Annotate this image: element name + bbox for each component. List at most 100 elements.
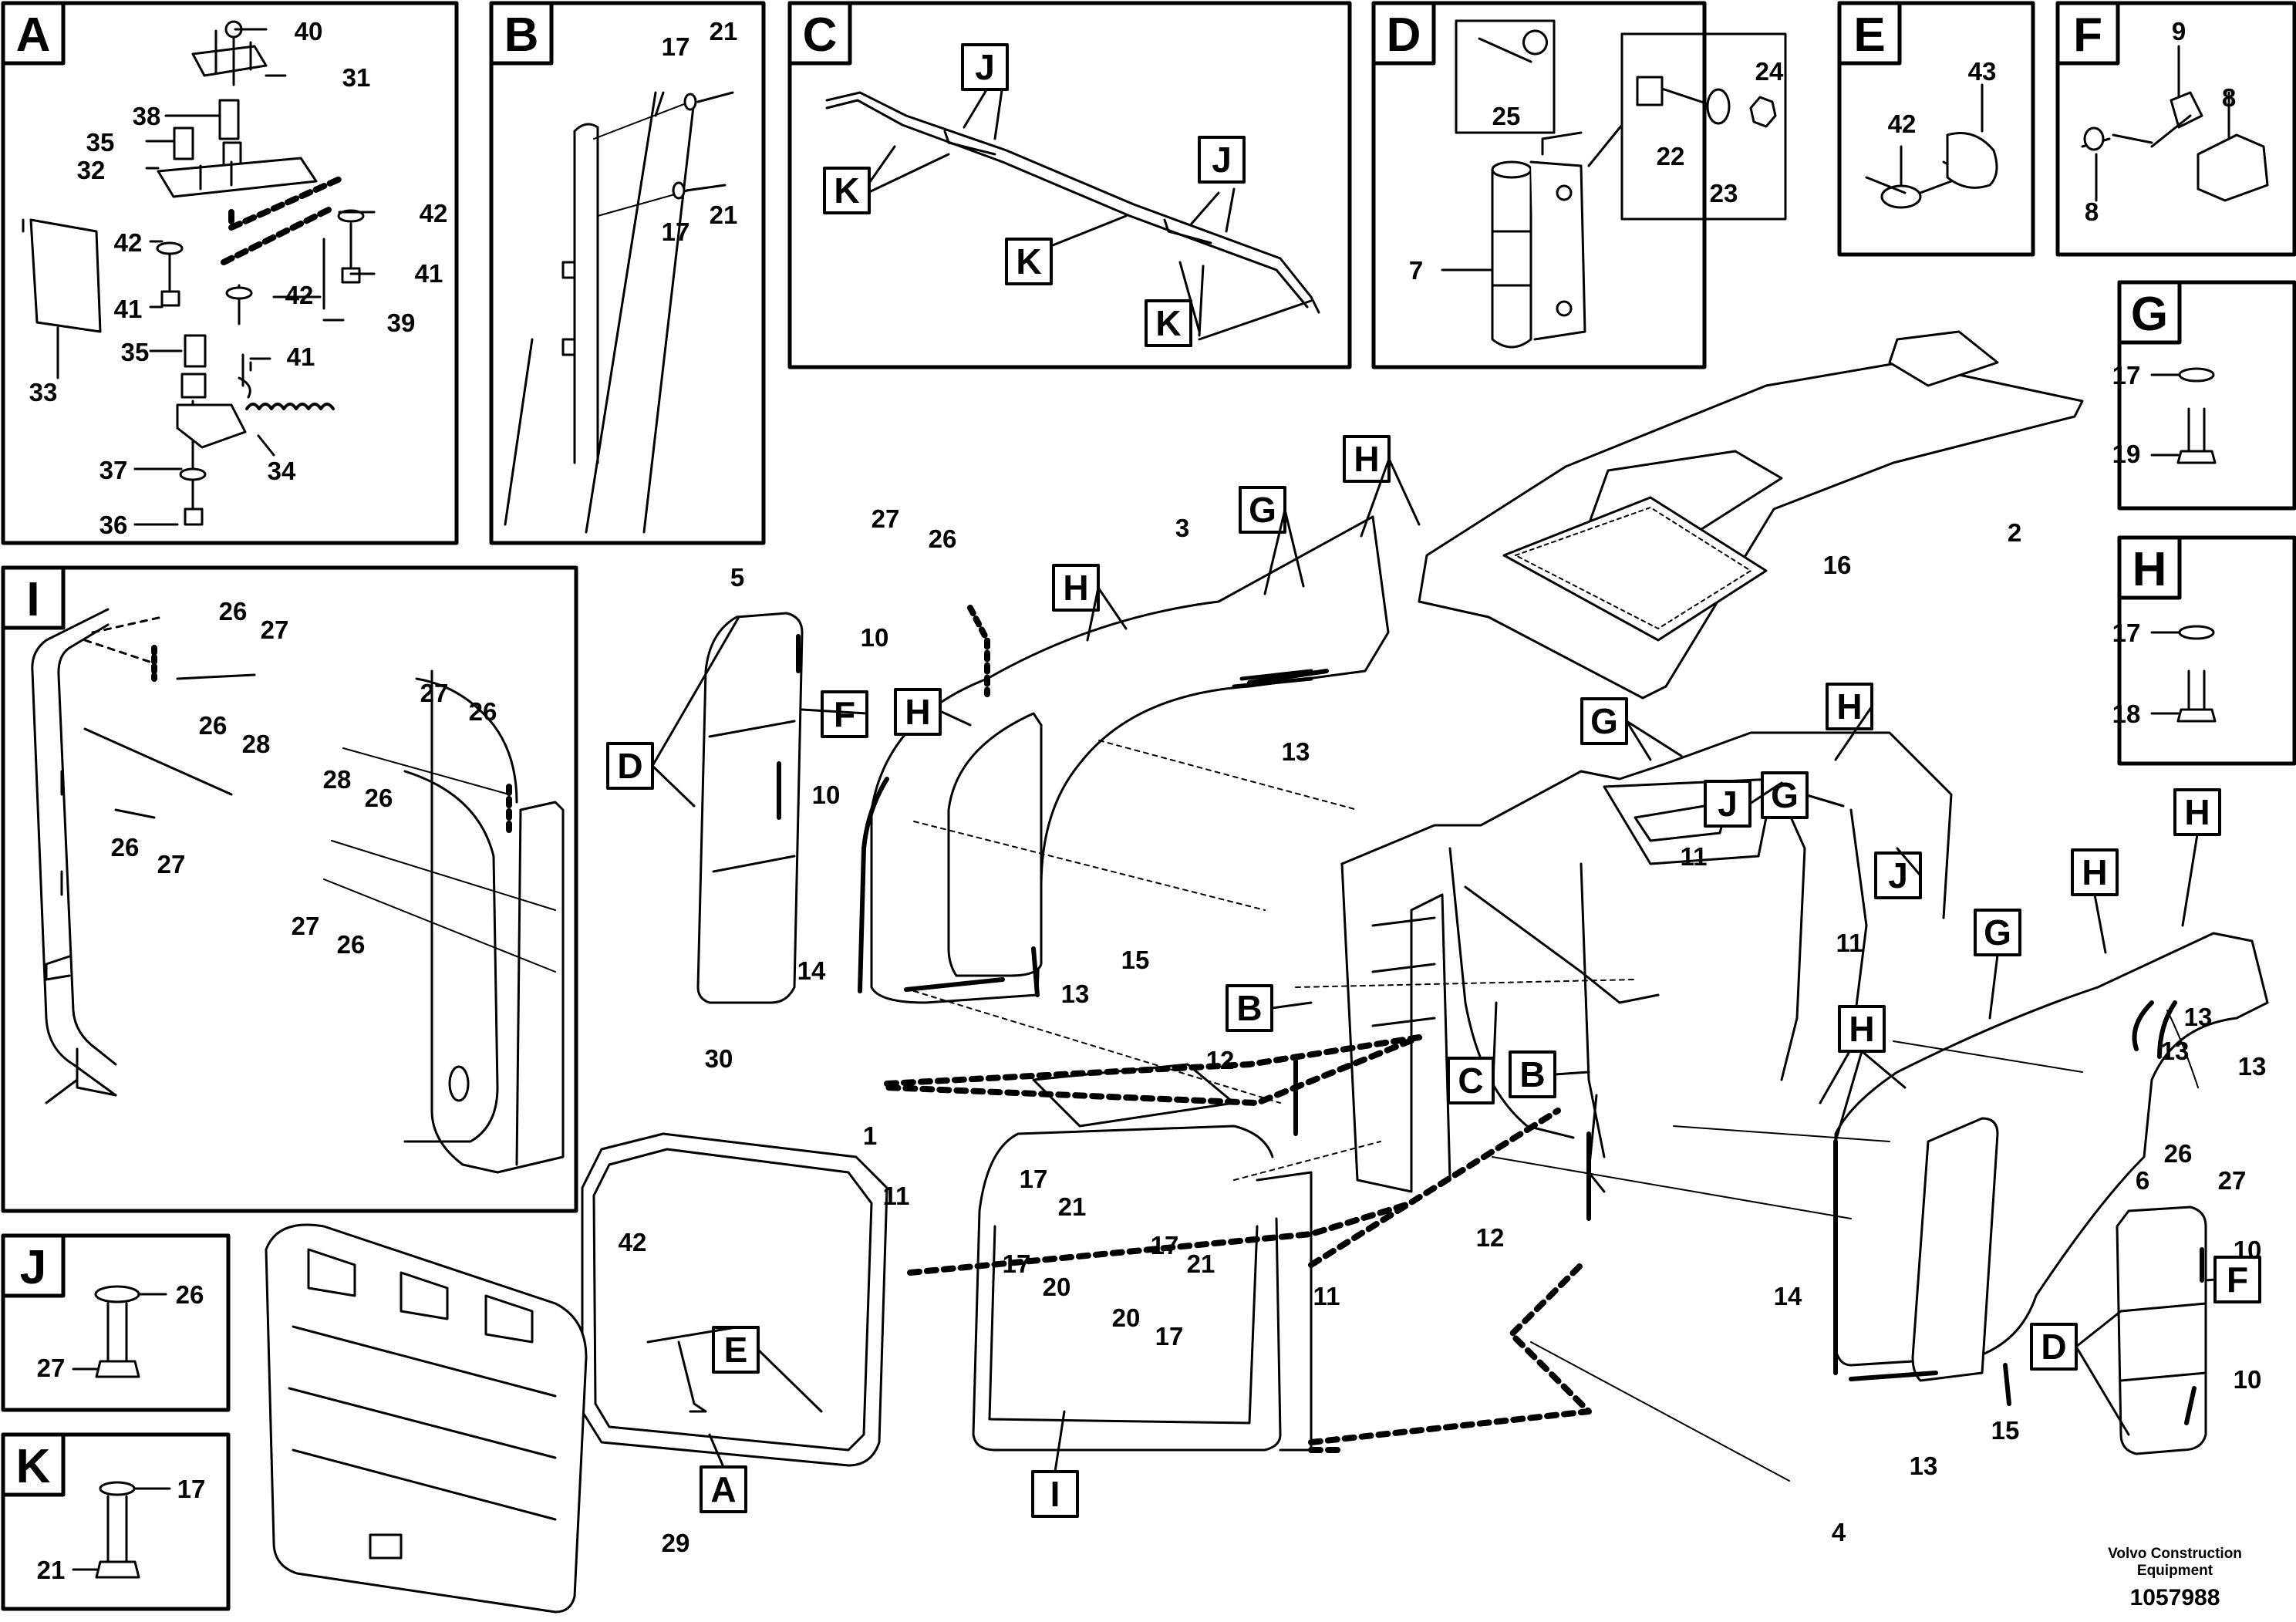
ref-letter: J (1888, 855, 1908, 895)
callout-number: 10 (812, 781, 841, 809)
callout-number: 14 (797, 956, 826, 985)
ref-letter: H (1063, 568, 1088, 608)
ref-letter: G (1771, 775, 1799, 815)
ref-letter: F (834, 694, 855, 734)
callout-number: 13 (1910, 1452, 1938, 1480)
callout-number: 42 (1888, 110, 1917, 138)
callout-number: 8 (2085, 197, 2099, 226)
callout-number: 35 (121, 338, 150, 366)
callout-number: 32 (77, 156, 106, 184)
callout-number: 2 (2008, 518, 2021, 547)
callout-number: 10 (861, 623, 889, 652)
panel-f (2055, 1, 2296, 257)
callout-number: 21 (1058, 1192, 1087, 1221)
callout-number: 21 (37, 1556, 66, 1584)
callout-number: 13 (2161, 1037, 2190, 1065)
callout-number: 22 (1657, 142, 1685, 170)
callout-number: 19 (2112, 440, 2141, 468)
callout-number: 30 (705, 1044, 733, 1073)
document-number: 1057988 (2129, 1585, 2220, 1610)
callout-number: 24 (1755, 57, 1784, 86)
main-assembly (265, 330, 2269, 1614)
ref-letter: B (1236, 988, 1262, 1028)
callout-number: 6 (2136, 1166, 2149, 1195)
ref-letter: F (2227, 1259, 2248, 1300)
callout-number: 26 (111, 833, 140, 862)
ref-letter: D (2041, 1327, 2066, 1367)
ref-letter: C (1458, 1061, 1483, 1101)
callout-number: 21 (710, 17, 738, 46)
panel-h (2117, 535, 2296, 766)
callout-number: 17 (1151, 1231, 1179, 1259)
ref-letter: K (1155, 303, 1181, 343)
panel-j-letter: J (20, 1241, 46, 1294)
callout-number: 43 (1968, 57, 1997, 86)
callout-number: 23 (1710, 179, 1738, 207)
callout-number: 17 (1020, 1165, 1048, 1193)
callout-number: 26 (219, 597, 248, 626)
panel-k-letter: K (16, 1440, 51, 1493)
callout-number: 4 (1832, 1518, 1846, 1546)
callout-number: 11 (883, 1182, 910, 1210)
ref-boxes (606, 43, 2261, 1518)
ref-letter: D (617, 746, 642, 786)
ref-letter: A (710, 1469, 736, 1509)
ref-letter: E (724, 1330, 748, 1370)
callout-number: 26 (469, 697, 497, 726)
callout-number: 42 (420, 199, 448, 228)
panel-h-letter: H (2132, 543, 2167, 596)
callout-number: 12 (1476, 1223, 1505, 1252)
panel-letters: A B C D E F G H I J K (16, 8, 2169, 1493)
callout-number: 42 (619, 1228, 647, 1256)
callout-number: 21 (1187, 1249, 1215, 1278)
panel-b-letter: B (504, 8, 539, 62)
ref-letter: G (1590, 701, 1618, 741)
ref-letter: J (975, 47, 995, 87)
callout-number: 15 (1991, 1416, 2020, 1445)
panel-i-letter: I (26, 573, 39, 626)
callout-number: 13 (2238, 1052, 2267, 1081)
panel-g-letter: G (2131, 288, 2168, 341)
panel-d (1371, 1, 1787, 369)
callout-number: 34 (268, 457, 296, 485)
callout-number: 39 (387, 309, 416, 337)
callout-number: 41 (415, 259, 443, 288)
callout-number: 38 (133, 102, 161, 130)
callout-number: 10 (2234, 1365, 2262, 1394)
callout-number: 13 (1282, 737, 1310, 766)
ref-letter: G (1984, 912, 2011, 953)
callout-number: 1 (863, 1121, 877, 1150)
callout-number: 27 (157, 850, 186, 878)
ref-letter: G (1249, 490, 1276, 530)
callout-number: 10 (2234, 1236, 2262, 1264)
panel-a-letter: A (16, 8, 51, 62)
main-ref-letters: D F H H G H G J G H J B C B H H G H D F … (617, 439, 2248, 1514)
callout-number: 11 (1836, 929, 1863, 957)
panel-e (1837, 1, 2035, 257)
brand-line-2: Equipment (2136, 1563, 2213, 1579)
panel-k (1, 1432, 231, 1611)
callout-number: 13 (2184, 1003, 2213, 1031)
callout-number: 27 (872, 504, 900, 533)
callout-numbers: 40 31 38 35 32 42 42 41 33 35 42 41 39 4… (29, 17, 2267, 1584)
callout-number: 29 (662, 1529, 690, 1557)
panel-j (1, 1233, 231, 1412)
callout-number: 21 (710, 201, 738, 229)
callout-number: 9 (2172, 17, 2186, 46)
callout-number: 26 (929, 524, 957, 553)
callout-number: 17 (2112, 619, 2141, 647)
ref-letter: B (1519, 1054, 1545, 1094)
callout-number: 36 (99, 511, 128, 539)
panel-b (489, 1, 766, 545)
callout-number: 26 (199, 711, 228, 740)
callout-number: 11 (1681, 842, 1708, 871)
ref-letter: H (1849, 1009, 1874, 1049)
ref-letter: H (2184, 792, 2210, 832)
ref-letter: K (834, 170, 859, 211)
callout-number: 14 (1774, 1282, 1802, 1310)
ref-letter: H (1354, 439, 1379, 479)
callout-number: 15 (1121, 946, 1150, 974)
callout-number: 8 (2222, 83, 2236, 112)
callout-number: 17 (1003, 1249, 1031, 1278)
